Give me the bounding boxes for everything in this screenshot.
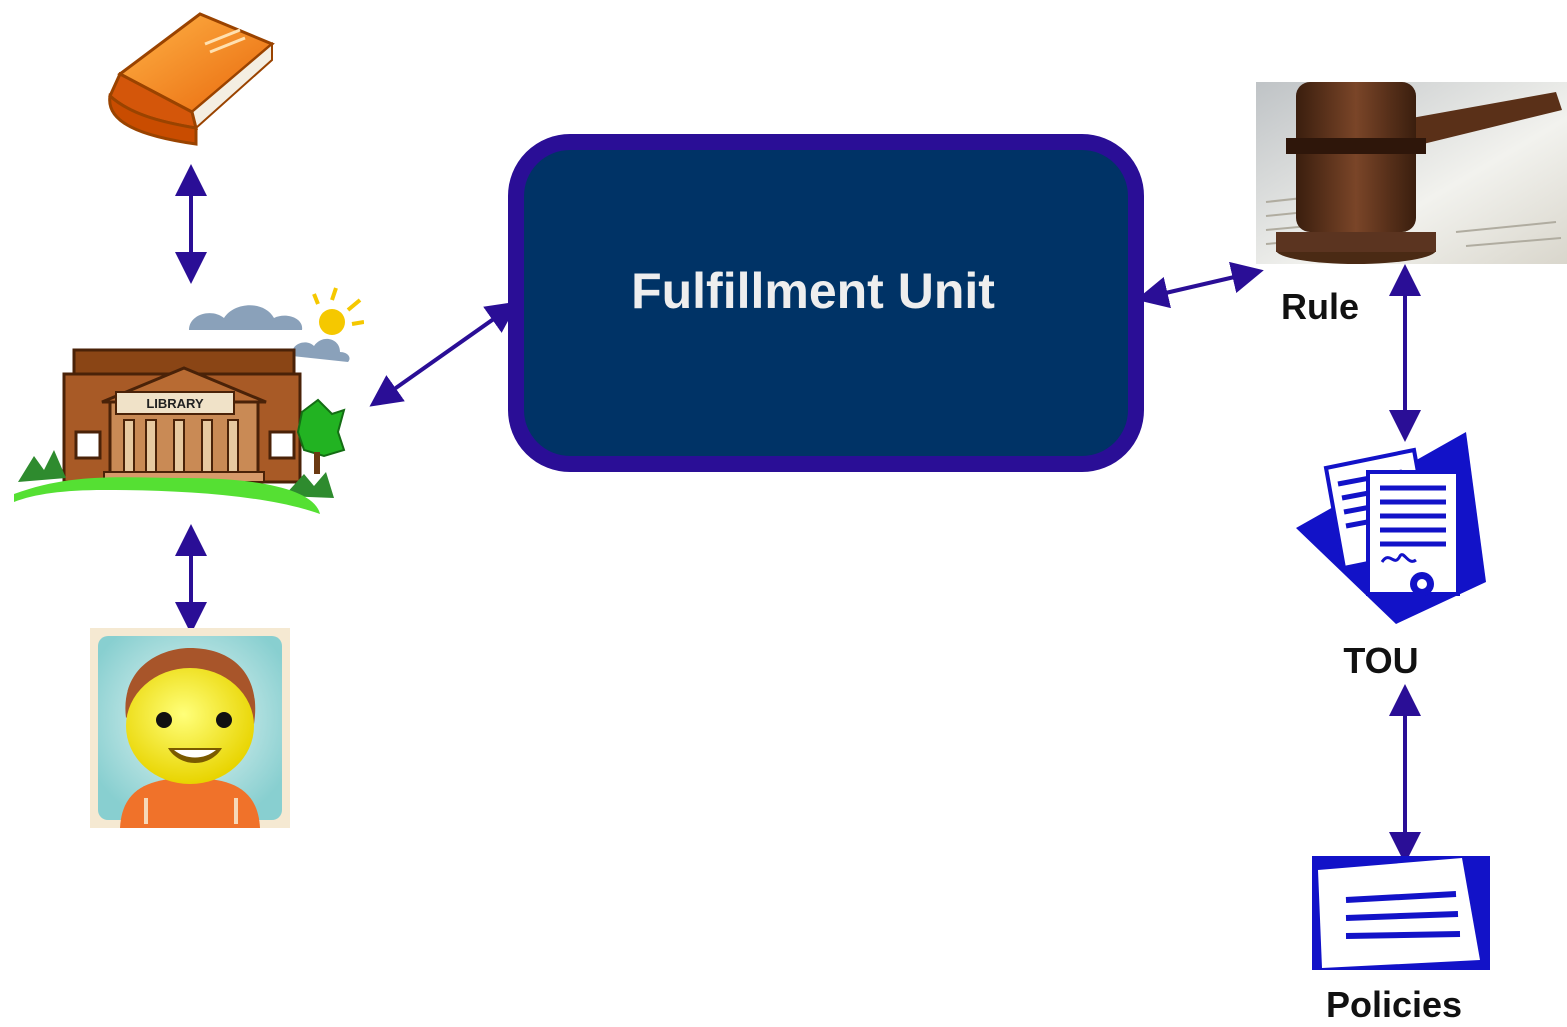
fulfillment-unit-label: Fulfillment Unit xyxy=(631,263,995,319)
rule-label: Rule xyxy=(1280,286,1359,327)
tou-label: TOU xyxy=(1343,640,1419,681)
person-icon xyxy=(90,628,290,828)
policies-label: Policies xyxy=(1325,984,1463,1025)
connector-fulfillment-rule xyxy=(1136,261,1264,309)
book-icon xyxy=(108,12,275,146)
gavel-icon xyxy=(1256,82,1567,264)
fulfillment-unit-box xyxy=(508,134,1144,472)
document-icon xyxy=(1312,856,1490,970)
library-icon: LIBRARY xyxy=(14,287,364,514)
documents-icon xyxy=(1296,432,1486,624)
library-sign-text: LIBRARY xyxy=(146,396,204,411)
connector-library-fulfillment xyxy=(369,301,519,407)
